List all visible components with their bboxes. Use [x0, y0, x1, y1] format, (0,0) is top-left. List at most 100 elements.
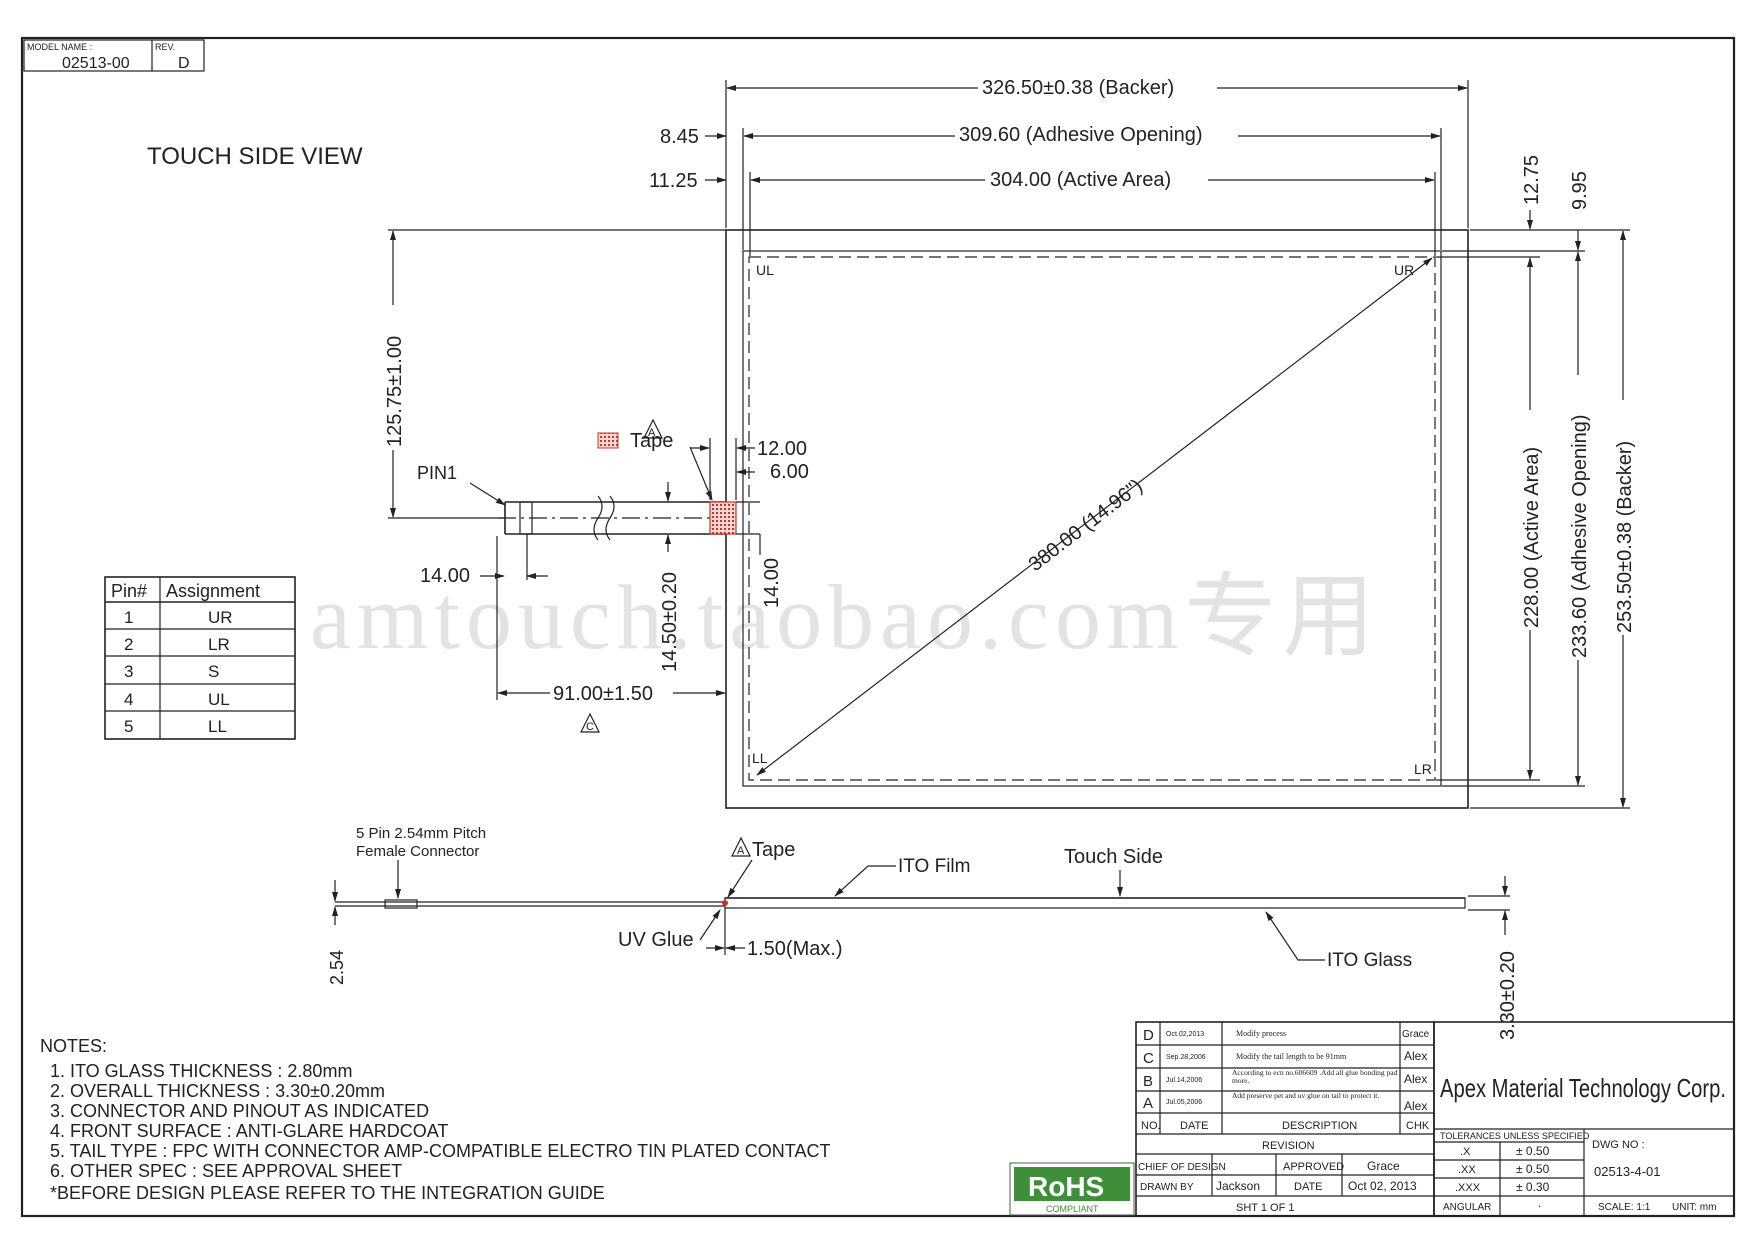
company-name: Apex Material Technology Corp. [1440, 1073, 1726, 1103]
rev-row-no: C [1143, 1050, 1154, 1067]
pin-table-cell: 5 [124, 717, 133, 736]
rev-row-chk: Alex [1404, 1072, 1427, 1086]
model-name-value: 02513-00 [62, 55, 130, 72]
dim-12: 12.00 [757, 438, 807, 460]
rev-hdr-desc: DESCRIPTION [1282, 1120, 1357, 1132]
tape-side-label: Tape [752, 839, 795, 861]
note-item: 1. ITO GLASS THICKNESS : 2.80mm [50, 1061, 352, 1081]
tape-area [709, 501, 737, 535]
dim-6: 6.00 [770, 461, 809, 483]
rev-hdr-date: DATE [1180, 1120, 1209, 1132]
ito-glass-label: ITO Glass [1327, 950, 1412, 971]
connector-label-1: 5 Pin 2.54mm Pitch [356, 825, 486, 842]
backer-height-dim: 253.50±0.38 (Backer) [1614, 441, 1636, 633]
revision-marker-a-side [731, 836, 751, 857]
dim-1450: 14.50±0.20 [659, 572, 681, 672]
tolerances-title: TOLERANCES UNLESS SPECIFIED [1440, 1131, 1590, 1141]
diagonal-label: 380.00 (14.96") [1025, 475, 1147, 576]
tape-label: Tape [630, 430, 673, 452]
watermark: amtouch.taobao.com专用 [310, 566, 1380, 668]
offset-995-dim: 9.95 [1569, 171, 1591, 210]
fpc-tail [498, 495, 760, 541]
pin-table-cell: 3 [124, 662, 133, 681]
pin-table-cell: LR [208, 635, 230, 654]
rohs-text: RoHS [1028, 1171, 1104, 1202]
corner-ul-label: UL [756, 262, 774, 278]
view-title: TOUCH SIDE VIEW [147, 143, 363, 170]
drawn-by: Jackson [1216, 1179, 1260, 1193]
date-label: DATE [1294, 1181, 1323, 1193]
tolerance-val: ± 0.30 [1516, 1180, 1550, 1194]
rev-row-desc: Add preserve pet and uv glue on tail to … [1232, 1092, 1380, 1100]
revision-marker-a-side-label: A [737, 845, 745, 857]
tail-length-dim: 91.00±1.50 [553, 683, 653, 705]
revision-marker-a-top [643, 418, 663, 439]
note-item: 6. OTHER SPEC : SEE APPROVAL SHEET [50, 1161, 402, 1181]
pin-table-cell: UR [208, 608, 233, 627]
sheet-count: SHT 1 OF 1 [1236, 1202, 1294, 1214]
rev-value: D [178, 55, 190, 72]
dim-14-right: 14.00 [761, 558, 783, 608]
drawn-label: DRAWN BY [1140, 1182, 1194, 1193]
notes: NOTES: 1. ITO GLASS THICKNESS : 2.80mm 2… [40, 1036, 830, 1203]
rev-label: REV. [155, 42, 175, 52]
tolerance-key: .XX [1458, 1164, 1476, 1176]
revision-marker-c [580, 712, 600, 733]
pin-table-cell: S [208, 662, 219, 681]
tape-dimensions [690, 438, 755, 500]
dim-254: 2.54 [327, 950, 347, 985]
note-item: *BEFORE DESIGN PLEASE REFER TO THE INTEG… [50, 1183, 605, 1203]
dim-150: 1.50(Max.) [747, 938, 843, 960]
rev-label: REVISION [1262, 1140, 1315, 1152]
pin-table-cell: 2 [124, 635, 133, 654]
rev-row-no: D [1143, 1027, 1154, 1044]
rev-hdr-no: NO. [1141, 1120, 1161, 1132]
tape-legend-swatch [597, 432, 619, 449]
tolerance-key: .XXX [1455, 1182, 1481, 1194]
dwg-value: 02513-4-01 [1594, 1164, 1661, 1179]
rev-row-desc: Modify the tail length to be 91mm [1236, 1052, 1347, 1061]
notes-title: NOTES: [40, 1036, 107, 1056]
active-width-dim: 304.00 (Active Area) [990, 169, 1171, 191]
adhesive-height-dim: 233.60 (Adhesive Opening) [1569, 415, 1591, 659]
pin-table-cell: LL [208, 717, 227, 736]
approved-label: APPROVED [1283, 1161, 1344, 1173]
pin-table-cell: 4 [124, 690, 133, 709]
offset-1275-dim: 12.75 [1521, 155, 1543, 205]
adhesive-width-dim: 309.60 (Adhesive Opening) [959, 124, 1203, 146]
offset-1125-dim: 11.25 [649, 170, 698, 192]
ito-film-label: ITO Film [898, 856, 970, 877]
tolerance-key: ANGULAR [1443, 1202, 1491, 1213]
corner-ur-label: UR [1394, 262, 1414, 278]
note-item: 5. TAIL TYPE : FPC WITH CONNECTOR AMP-CO… [50, 1141, 830, 1161]
revision-marker-c-label: C [586, 721, 594, 733]
pin-table: Pin# Assignment 1 UR 2 LR 3 S 4 UL 5 LL [104, 576, 296, 740]
tail-position-dim: 125.75±1.00 [384, 336, 406, 447]
top-dimensions [705, 80, 1469, 256]
right-dimensions [1436, 210, 1630, 809]
sheet-border [20, 36, 1736, 1218]
uv-glue-label: UV Glue [618, 929, 694, 951]
rev-row-chk: Alex [1404, 1049, 1427, 1063]
rev-row-desc: According to ecn no.606609 .Add all glue… [1232, 1069, 1398, 1085]
corner-lr-label: LR [1414, 761, 1432, 777]
pin1-label: PIN1 [417, 463, 457, 483]
rohs-badge: RoHS COMPLIANT [1009, 1162, 1135, 1216]
revision-marker-a-top-label: A [648, 427, 656, 439]
tolerance-val: ± 0.50 [1516, 1162, 1550, 1176]
side-profile [332, 876, 1510, 955]
revision-block: D Oct.02,2013 Modify process Grace C Sep… [1135, 1021, 1435, 1217]
model-name-label: MODEL NAME : [27, 42, 92, 52]
rev-row-chk: Alex [1404, 1099, 1427, 1113]
pin-table-header-assignment: Assignment [166, 581, 260, 601]
rev-hdr-chk: CHK [1406, 1120, 1430, 1132]
unit-label: UNIT: mm [1672, 1202, 1716, 1213]
dwg-label: DWG NO : [1592, 1139, 1645, 1151]
glass-profile [724, 897, 1466, 909]
active-area-outline [748, 256, 1436, 781]
backer-width-dim: 326.50±0.38 (Backer) [982, 77, 1174, 99]
tolerance-key: .X [1460, 1146, 1471, 1158]
pin-table-cell: 1 [124, 608, 133, 627]
